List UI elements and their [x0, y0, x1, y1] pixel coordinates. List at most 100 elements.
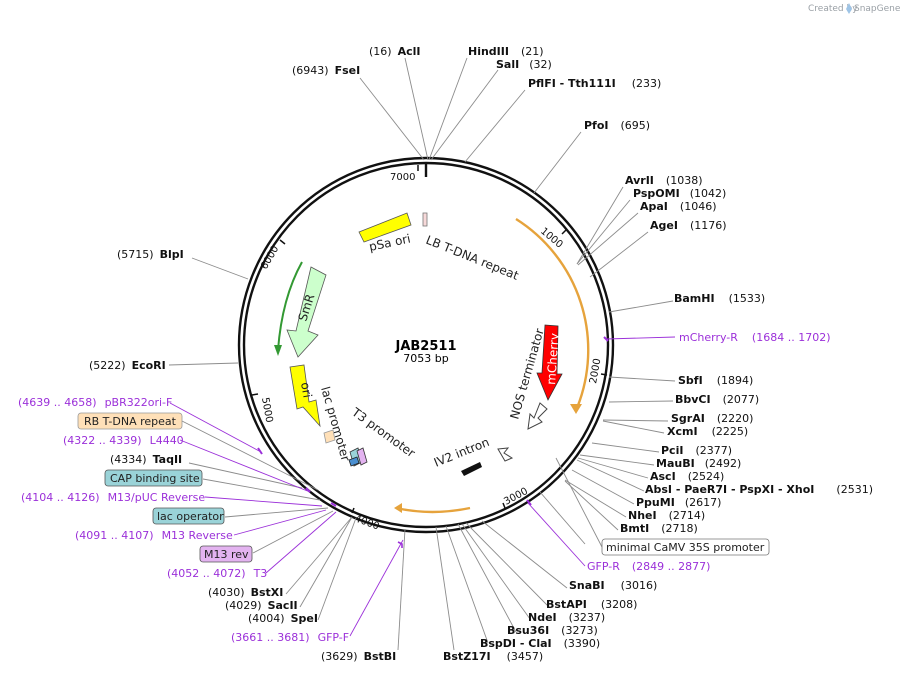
- mcherry-label: mCherry: [544, 333, 562, 386]
- svg-text:BamHI(1533): BamHI(1533): [674, 292, 765, 305]
- svg-text:MauBI(2492): MauBI(2492): [656, 457, 741, 470]
- svg-text:BspDI - ClaI(3390): BspDI - ClaI(3390): [480, 637, 600, 650]
- mcherry-feature: [536, 324, 563, 401]
- enzyme-bstxi[interactable]: (4030)BstXI: [208, 586, 283, 599]
- svg-text:HindIII(21): HindIII(21): [468, 45, 544, 58]
- enzyme-hindiii[interactable]: HindIII(21): [468, 45, 544, 58]
- enzyme-ppumi[interactable]: PpuMI(2617): [636, 496, 721, 509]
- enzyme-sacii[interactable]: (4029)SacII: [225, 599, 298, 612]
- enzyme-bsu36i[interactable]: Bsu36I(3273): [507, 624, 598, 637]
- enzyme-absi[interactable]: AbsI - PaeR7I - PspXI - XhoI(2531): [645, 483, 873, 496]
- enzyme-ndei[interactable]: NdeI(3237): [528, 611, 605, 624]
- rb-tdna-box[interactable]: RB T-DNA repeat: [77, 412, 183, 430]
- enzyme-sbfi[interactable]: SbfI(1894): [678, 374, 753, 387]
- orange-arc-bottom-head: [394, 503, 402, 513]
- svg-text:(3661 .. 3681)GFP-F: (3661 .. 3681)GFP-F: [231, 631, 349, 644]
- svg-text:(4004)SpeI: (4004)SpeI: [248, 612, 318, 625]
- enzyme-bstapi[interactable]: BstAPI(3208): [546, 598, 637, 611]
- enzyme-bbvci[interactable]: BbvCI(2077): [675, 393, 759, 406]
- orange-arc-bottom: [395, 506, 471, 514]
- iv2-block-feature: [461, 462, 482, 476]
- svg-text:(4091 .. 4107)M13 Reverse: (4091 .. 4107)M13 Reverse: [75, 529, 233, 542]
- enzyme-sgrai[interactable]: SgrAI(2220): [671, 412, 753, 425]
- enzyme-taqii[interactable]: (4334)TaqII: [110, 453, 182, 466]
- enzyme-pcii[interactable]: PciI(2377): [661, 444, 732, 457]
- svg-text:BbvCI(2077): BbvCI(2077): [675, 393, 759, 406]
- enzyme-bamhi[interactable]: BamHI(1533): [674, 292, 765, 305]
- svg-text:SnaBI(3016): SnaBI(3016): [569, 579, 657, 592]
- primer-m13-reverse[interactable]: (4091 .. 4107)M13 Reverse: [75, 529, 233, 542]
- enzyme-blpi[interactable]: (5715)BlpI: [117, 248, 184, 261]
- primer-t3[interactable]: (4052 .. 4072)T3: [167, 567, 267, 580]
- nos-terminator-feature: [527, 402, 548, 430]
- enzyme-acli[interactable]: (16)AclI: [369, 45, 421, 58]
- svg-text:PfoI(695): PfoI(695): [584, 119, 650, 132]
- enzyme-agei[interactable]: AgeI(1176): [650, 219, 727, 232]
- svg-text:AbsI - PaeR7I - PspXI - Xh: AbsI - PaeR7I - PspXI - XhoI(2531): [645, 483, 873, 496]
- svg-text:(4334)TaqII: (4334)TaqII: [110, 453, 182, 466]
- primer-l4440[interactable]: (4322 .. 4339)L4440: [63, 434, 184, 447]
- primer-m13puc-reverse[interactable]: (4104 .. 4126)M13/pUC Reverse: [21, 491, 205, 504]
- m13-rev-box[interactable]: M13 rev: [199, 545, 253, 563]
- enzyme-pflfi[interactable]: PflFI - Tth111I(233): [528, 77, 661, 90]
- minimal-camv-35s-promoter-box[interactable]: minimal CaMV 35S promoter: [601, 538, 770, 556]
- svg-text:BmtI(2718): BmtI(2718): [620, 522, 698, 535]
- svg-text:SalI(32): SalI(32): [496, 58, 552, 71]
- tick-label-6000: 6000: [259, 244, 281, 272]
- primer-leader-lines: [169, 336, 676, 637]
- svg-text:(4322 .. 4339)L4440: (4322 .. 4339)L4440: [63, 434, 184, 447]
- enzyme-bstbi[interactable]: (3629)BstBI: [321, 650, 396, 663]
- enzyme-xcmi[interactable]: XcmI(2225): [667, 425, 748, 438]
- leader-lines: [168, 57, 676, 651]
- svg-text:NdeI(3237): NdeI(3237): [528, 611, 605, 624]
- enzyme-avrii[interactable]: AvrII(1038): [625, 174, 702, 187]
- lac-promoter-label: lac promoter: [318, 385, 353, 463]
- created-by-label: Created by: [808, 4, 858, 14]
- svg-text:(4030)BstXI: (4030)BstXI: [208, 586, 283, 599]
- primer-mcherry-r[interactable]: mCherry-R(1684 .. 1702): [679, 331, 830, 344]
- svg-text:NheI(2714): NheI(2714): [628, 509, 705, 522]
- svg-text:(4052 .. 4072)T3: (4052 .. 4072)T3: [167, 567, 267, 580]
- enzyme-bmti[interactable]: BmtI(2718): [620, 522, 698, 535]
- enzyme-spei[interactable]: (4004)SpeI: [248, 612, 318, 625]
- tick-label-5000: 5000: [259, 397, 274, 424]
- enzyme-pspomi[interactable]: PspOMI(1042): [633, 187, 726, 200]
- tick-3000: 3000: [502, 486, 530, 509]
- svg-text:BstZ17I(3457): BstZ17I(3457): [443, 650, 543, 663]
- enzyme-bspdi[interactable]: BspDI - ClaI(3390): [480, 637, 600, 650]
- svg-text:ApaI(1046): ApaI(1046): [640, 200, 716, 213]
- iv2-arrow-feature: [497, 447, 514, 462]
- primer-marks: [257, 336, 609, 548]
- plasmid-length: 7053 bp: [403, 352, 448, 365]
- lac-region-cluster: [348, 447, 368, 467]
- enzyme-asci[interactable]: AscI(2524): [650, 470, 724, 483]
- plasmid-name: JAB2511: [395, 339, 457, 354]
- cap-binding-site-box[interactable]: CAP binding site: [104, 469, 203, 487]
- enzyme-bstz17i[interactable]: BstZ17I(3457): [443, 650, 543, 663]
- lac-operator-box[interactable]: lac operator: [152, 507, 225, 525]
- primer-gfp-r[interactable]: GFP-R(2849 .. 2877): [587, 560, 710, 573]
- svg-text:mCherry-R(1684 .. 1702): mCherry-R(1684 .. 1702): [679, 331, 830, 344]
- enzyme-sali[interactable]: SalI(32): [496, 58, 552, 71]
- svg-text:PspOMI(1042): PspOMI(1042): [633, 187, 726, 200]
- smr-arc-head: [274, 345, 282, 356]
- enzyme-ecori[interactable]: (5222)EcoRI: [89, 359, 166, 372]
- enzyme-pfoi[interactable]: PfoI(695): [584, 119, 650, 132]
- svg-text:RB T-DNA repeat: RB T-DNA repeat: [84, 415, 177, 428]
- primer-gfp-f[interactable]: (3661 .. 3681)GFP-F: [231, 631, 349, 644]
- svg-text:(4029)SacII: (4029)SacII: [225, 599, 298, 612]
- enzyme-snabi[interactable]: SnaBI(3016): [569, 579, 657, 592]
- ori-label: ori: [298, 381, 314, 399]
- svg-text:PciI(2377): PciI(2377): [661, 444, 732, 457]
- enzyme-maubi[interactable]: MauBI(2492): [656, 457, 741, 470]
- svg-text:(4639 .. 4658)pBR322ori-F: (4639 .. 4658)pBR322ori-F: [18, 396, 172, 409]
- enzyme-nhei[interactable]: NheI(2714): [628, 509, 705, 522]
- enzyme-apai[interactable]: ApaI(1046): [640, 200, 716, 213]
- svg-text:(5715)BlpI: (5715)BlpI: [117, 248, 184, 261]
- rb-tdna-feature: [323, 429, 336, 444]
- primer-pbr322ori-f[interactable]: (4639 .. 4658)pBR322ori-F: [18, 396, 172, 409]
- enzyme-fsei[interactable]: (6943)FseI: [292, 64, 360, 77]
- backbone-outer-ring: [237, 156, 615, 534]
- tick-label-2000: 2000: [588, 358, 603, 385]
